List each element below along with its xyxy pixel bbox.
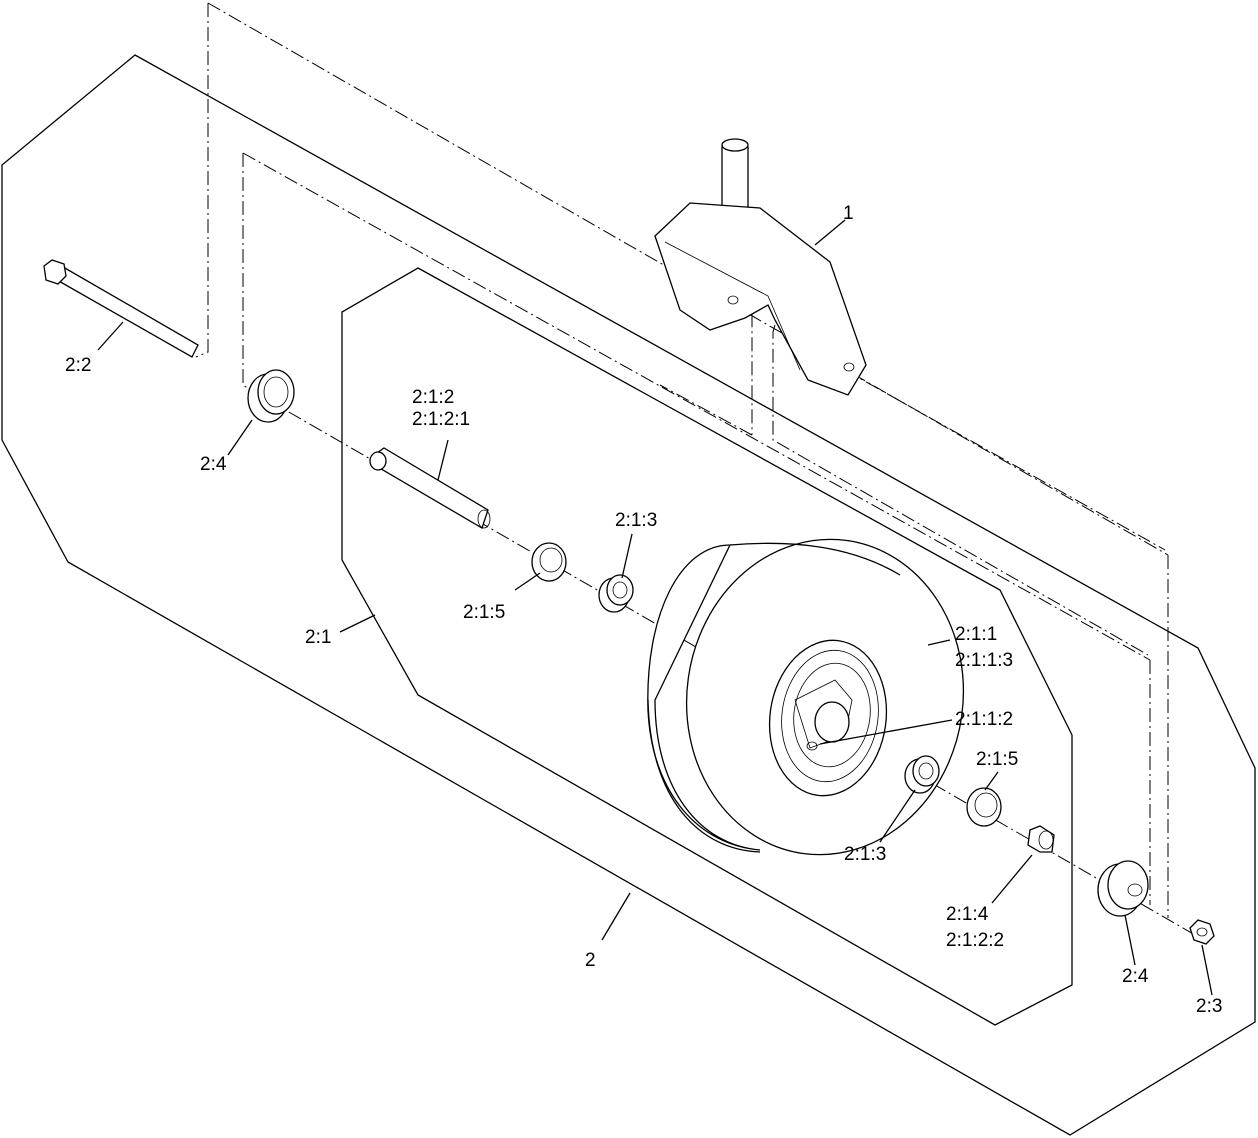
callout-2-1-3-upper: 2:1:3	[615, 510, 657, 531]
callout-labels: 1 2:2 2:4 2:1:2 2:1:2:1 2:1:3 2:1:5 2:1 …	[65, 203, 1222, 1017]
axle-tube-part	[369, 447, 491, 529]
callout-2-1-2-2: 2:1:2:2	[946, 930, 1004, 951]
bearing-upper-part	[598, 574, 634, 613]
callout-2-1-4: 2:1:4	[946, 904, 989, 925]
callout-1: 1	[843, 203, 854, 224]
callout-2-2: 2:2	[65, 355, 91, 376]
leader-lines	[97, 219, 1213, 996]
wheel-tire-part	[647, 538, 965, 856]
callout-2-4-left: 2:4	[200, 454, 227, 475]
callout-2-1-1-2: 2:1:1:2	[955, 709, 1013, 730]
callout-2-1-5-left: 2:1:5	[463, 602, 505, 623]
axle-bolt-part	[43, 259, 199, 358]
callout-2-1-1-3: 2:1:1:3	[955, 650, 1013, 671]
callout-2-4-right: 2:4	[1122, 966, 1149, 987]
caster-fork-part	[654, 138, 867, 396]
callout-2-1-2: 2:1:2	[412, 387, 454, 408]
callout-2-1-3-lower: 2:1:3	[844, 844, 886, 865]
callout-2-1-1: 2:1:1	[955, 624, 997, 645]
construction-lines	[195, 2, 1196, 936]
spacer-cup-left-part	[247, 369, 295, 423]
callout-2-1-5-right: 2:1:5	[976, 749, 1018, 770]
callout-2-1-2-1: 2:1:2:1	[412, 409, 470, 430]
spacer-part	[1027, 825, 1055, 853]
assembly-2-1-outline	[341, 267, 1073, 1026]
spacer-cup-right-part	[1097, 860, 1149, 917]
seal-left-part	[531, 542, 567, 582]
callout-2: 2	[585, 950, 596, 971]
callout-2-3: 2:3	[1196, 996, 1222, 1017]
assembly-2-outline	[1, 54, 1256, 1136]
callout-2-1: 2:1	[305, 627, 331, 648]
bearing-lower-part	[904, 755, 940, 794]
seal-right-part	[966, 787, 1002, 827]
lock-nut-part	[1189, 919, 1215, 945]
